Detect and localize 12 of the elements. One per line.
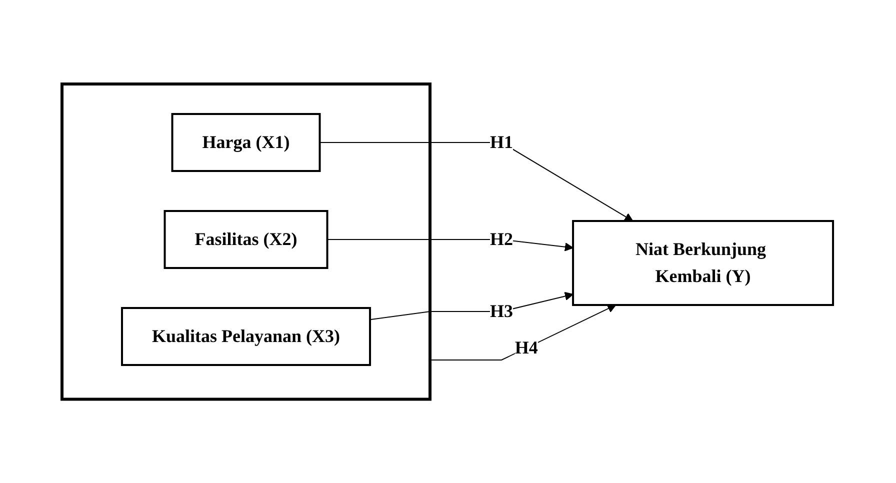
- node-box: Fasilitas (X2): [164, 210, 329, 269]
- node-box: Harga (X1): [172, 112, 322, 172]
- node-box: Kualitas Pelayanan (X3): [121, 306, 372, 366]
- cluster: [60, 82, 432, 401]
- edge-label: H3: [490, 300, 514, 321]
- arrow: [327, 238, 574, 252]
- edge-label: H1: [490, 132, 514, 152]
- node-box: Niat Berkunjung Kembali (Y): [572, 220, 835, 306]
- edge-label: H2: [490, 228, 514, 249]
- arrow: [370, 292, 574, 320]
- edge-label: H4: [515, 337, 538, 358]
- arrow: [320, 142, 634, 222]
